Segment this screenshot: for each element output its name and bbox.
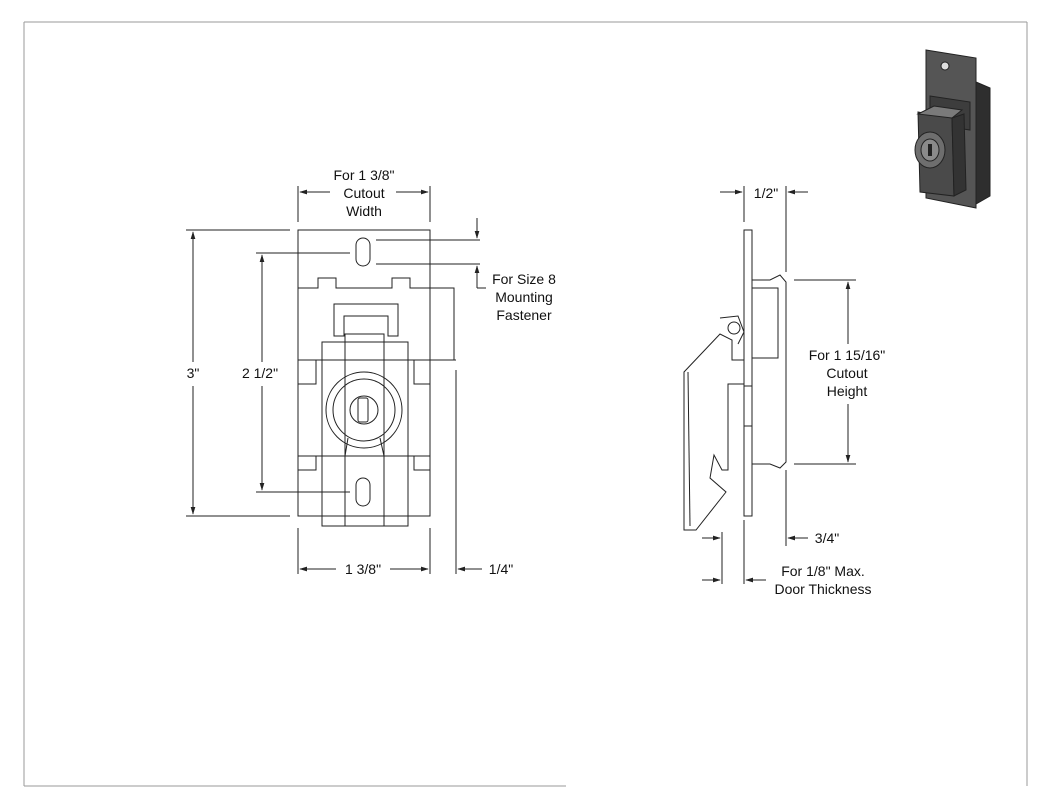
- cutout-width-line2: Cutout: [343, 185, 385, 201]
- cutout-width-label: For 1 3/8" Cutout Width: [322, 166, 406, 220]
- top-depth-label: 1/2": [753, 185, 779, 201]
- fastener-label: For Size 8 Mounting Fastener: [484, 270, 564, 324]
- bottom-depth-label: 3/4": [814, 530, 840, 546]
- fastener-line1: For Size 8: [492, 271, 556, 287]
- side-offset-label: 1/4": [488, 561, 514, 577]
- front-view: [297, 229, 456, 527]
- bottom-mounting-hole: [355, 477, 371, 507]
- front-dimensions: [186, 186, 486, 574]
- cutout-height-line3: Height: [826, 383, 868, 399]
- keyway: [357, 397, 369, 423]
- side-dimensions: [702, 186, 856, 584]
- side-lever: [683, 333, 745, 531]
- fastener-line2: Mounting: [495, 289, 553, 305]
- key-cylinder: [325, 371, 403, 449]
- side-tab: [429, 287, 455, 361]
- housing: [752, 274, 787, 469]
- lock-thumbnail-icon: [914, 49, 991, 209]
- cutout-width-line1: For 1 3/8": [333, 167, 395, 183]
- fastener-line3: Fastener: [496, 307, 552, 323]
- body-width-label: 1 3/8": [344, 561, 382, 577]
- latch-body: [321, 341, 409, 527]
- cutout-height-line1: For 1 15/16": [808, 347, 886, 363]
- cutout-height-line2: Cutout: [826, 365, 868, 381]
- side-plate: [743, 229, 753, 517]
- hole-spacing-label: 2 1/2": [241, 365, 279, 381]
- cutout-width-line3: Width: [346, 203, 382, 219]
- door-thickness-line2: Door Thickness: [774, 581, 872, 597]
- door-thickness-label: For 1/8" Max. Door Thickness: [764, 562, 882, 598]
- lever: [344, 333, 385, 527]
- overall-height-label: 3": [186, 365, 200, 381]
- base-plate: [297, 229, 431, 517]
- cutout-height-label: For 1 15/16" Cutout Height: [798, 346, 896, 400]
- door-thickness-line1: For 1/8" Max.: [781, 563, 865, 579]
- top-mounting-hole: [355, 237, 371, 267]
- side-view: [683, 229, 787, 531]
- sheet-border: [23, 21, 1028, 787]
